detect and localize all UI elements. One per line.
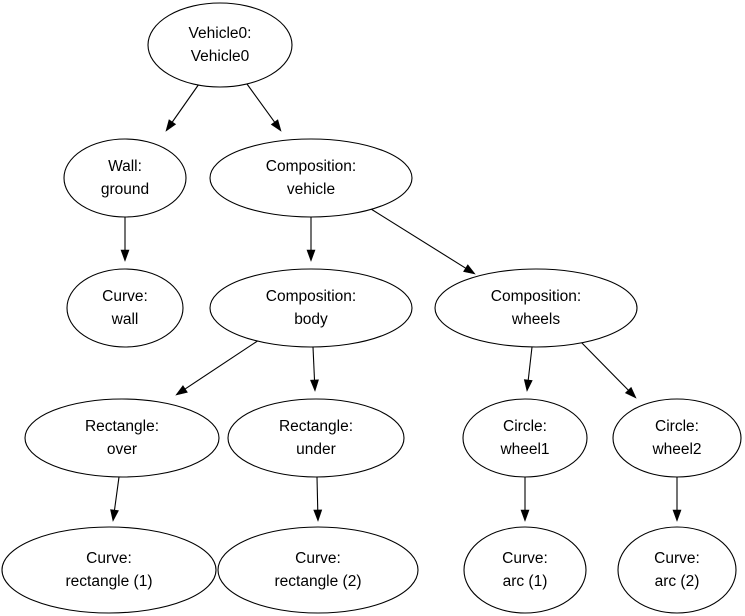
edge-arrowhead-icon	[520, 509, 530, 522]
edge-arrowhead-icon	[270, 119, 282, 132]
graph-edge-wheels-to-wheel1	[523, 346, 533, 392]
graph-node-body[interactable]: Composition: body	[209, 268, 413, 348]
graph-edge-wheel1-to-arc1	[520, 477, 530, 522]
edge-line	[527, 346, 533, 381]
edge-line	[184, 339, 260, 390]
node-label-line1: Circle:	[503, 418, 547, 435]
edge-arrowhead-icon	[306, 249, 316, 262]
node-ellipse[interactable]	[463, 526, 587, 614]
node-ellipse[interactable]	[209, 138, 413, 218]
graph-edge-vehicle-to-body	[306, 217, 316, 262]
node-label-line1: Vehicle0:	[189, 25, 252, 42]
node-ellipse[interactable]	[66, 268, 184, 348]
node-ellipse[interactable]	[434, 268, 638, 348]
graph-node-under[interactable]: Rectangle: under	[227, 398, 405, 478]
graph-node-curvewall[interactable]: Curve: wall	[66, 268, 184, 348]
graph-edge-body-to-under	[310, 346, 319, 392]
node-label-line2: ground	[101, 181, 149, 198]
node-label-line2: vehicle	[287, 181, 335, 198]
node-ellipse[interactable]	[612, 398, 742, 478]
graph-edge-over-to-rect1	[110, 476, 120, 522]
edge-line	[312, 346, 316, 381]
node-label-line1: Composition:	[266, 158, 356, 175]
graph-edge-wheel2-to-arc2	[672, 477, 682, 522]
edge-arrowhead-icon	[313, 509, 323, 522]
graph-node-rect1[interactable]: Curve: rectangle (1)	[1, 526, 217, 614]
graph-node-arc2[interactable]: Curve: arc (2)	[617, 526, 737, 614]
node-label-line2: wheels	[511, 311, 560, 328]
node-label-line2: Vehicle0	[191, 48, 250, 65]
node-label-line1: Curve:	[654, 550, 700, 567]
edge-arrowhead-icon	[672, 509, 682, 522]
node-label-line1: Curve:	[102, 288, 148, 305]
graph-node-wheel1[interactable]: Circle: wheel1	[462, 398, 588, 478]
node-label-line1: Curve:	[502, 550, 548, 567]
graph-node-over[interactable]: Rectangle: over	[24, 398, 220, 478]
node-label-line1: Composition:	[266, 288, 356, 305]
node-ellipse[interactable]	[63, 138, 187, 218]
node-ellipse[interactable]	[617, 526, 737, 614]
graph-node-arc1[interactable]: Curve: arc (1)	[463, 526, 587, 614]
graph-edge-wall-to-curvewall	[120, 217, 130, 262]
node-ellipse[interactable]	[227, 398, 405, 478]
edge-arrowhead-icon	[624, 386, 637, 399]
graph-node-vehicle[interactable]: Composition: vehicle	[209, 138, 413, 218]
edges-layer	[110, 83, 682, 522]
node-label-line1: Rectangle:	[279, 418, 353, 435]
node-label-line2: wheel1	[499, 441, 549, 458]
edge-line	[370, 208, 466, 269]
node-ellipse[interactable]	[24, 398, 220, 478]
edge-arrowhead-icon	[110, 509, 119, 522]
node-label-line1: Circle:	[655, 418, 699, 435]
graph-edge-vehicle0-to-vehicle	[246, 83, 282, 132]
graph-node-vehicle0[interactable]: Vehicle0: Vehicle0	[147, 2, 293, 88]
node-label-line2: arc (2)	[655, 573, 700, 590]
node-label-line2: rectangle (1)	[65, 573, 152, 590]
graph-edge-vehicle0-to-wall	[165, 83, 200, 132]
graph-node-wall[interactable]: Wall: ground	[63, 138, 187, 218]
graph-node-wheel2[interactable]: Circle: wheel2	[612, 398, 742, 478]
graph-edge-body-to-over	[175, 339, 260, 396]
edge-arrowhead-icon	[310, 379, 319, 392]
node-label-line1: Curve:	[86, 550, 132, 567]
edge-line	[316, 476, 319, 511]
graph-edge-wheels-to-wheel2	[577, 338, 637, 399]
edge-line	[577, 338, 629, 391]
node-label-line2: body	[294, 311, 328, 328]
edge-arrowhead-icon	[120, 249, 130, 262]
edge-arrowhead-icon	[175, 385, 188, 396]
node-ellipse[interactable]	[1, 526, 217, 614]
node-label-line2: rectangle (2)	[274, 573, 361, 590]
graph-edge-vehicle-to-wheels	[370, 208, 476, 275]
node-label-line2: arc (1)	[503, 573, 548, 590]
graph-node-wheels[interactable]: Composition: wheels	[434, 268, 638, 348]
edge-arrowhead-icon	[165, 119, 177, 132]
node-ellipse[interactable]	[209, 268, 413, 348]
edge-line	[113, 476, 120, 511]
node-label-line1: Wall:	[108, 158, 142, 175]
node-label-line2: under	[296, 441, 336, 458]
graph-edge-under-to-rect2	[313, 476, 323, 522]
node-ellipse[interactable]	[217, 526, 419, 614]
node-label-line1: Rectangle:	[85, 418, 159, 435]
graph-node-rect2[interactable]: Curve: rectangle (2)	[217, 526, 419, 614]
edge-arrowhead-icon	[523, 379, 533, 392]
node-label-line1: Curve:	[295, 550, 341, 567]
node-ellipse[interactable]	[147, 2, 293, 88]
edge-arrowhead-icon	[463, 264, 476, 275]
node-label-line2: wheel2	[651, 441, 701, 458]
node-label-line1: Composition:	[491, 288, 581, 305]
node-ellipse[interactable]	[462, 398, 588, 478]
edge-line	[171, 83, 200, 123]
edge-line	[246, 83, 275, 123]
node-label-line2: over	[107, 441, 137, 458]
node-label-line2: wall	[111, 311, 139, 328]
